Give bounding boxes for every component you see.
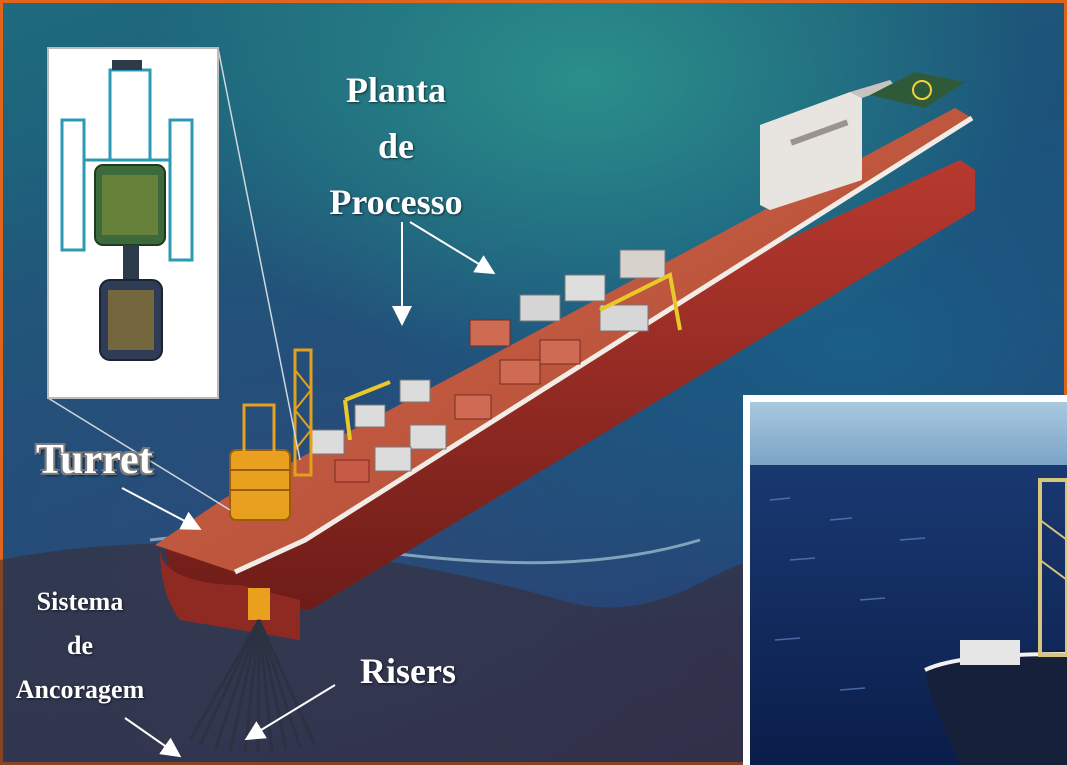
process-module: [374, 446, 412, 472]
label-line: Sistema: [36, 587, 124, 616]
process-module: [539, 339, 581, 365]
process-module: [599, 304, 649, 332]
label-turret: Turret: [36, 437, 153, 483]
fpso-photo-inset: [743, 395, 1067, 765]
label-line: de: [67, 631, 93, 660]
accommodation-windows: [790, 119, 849, 146]
process-modules: [309, 249, 666, 483]
process-module: [354, 404, 386, 428]
photo-derrick: [1038, 478, 1067, 657]
accommodation-block: [760, 92, 862, 210]
fpso-ship: [155, 72, 975, 640]
arrow-turret: [121, 487, 202, 530]
process-module: [564, 274, 606, 302]
turret-mast: [242, 403, 276, 457]
crane-boom: [344, 380, 391, 402]
accommodation-roof: [850, 80, 895, 98]
arrow-risers: [244, 684, 336, 741]
flare-tower: [293, 348, 313, 477]
arrow-ancoragem: [124, 717, 182, 758]
label-sistema-de-ancoragem: Sistema de Ancoragem: [0, 580, 180, 712]
turret: [229, 403, 291, 620]
process-module: [499, 359, 541, 385]
photo-sky: [750, 402, 1067, 465]
deck-rim: [233, 115, 974, 575]
turret-detail-inset: [47, 47, 301, 511]
label-line: Ancoragem: [15, 675, 145, 704]
process-module: [334, 459, 370, 483]
label-line: de: [378, 126, 414, 166]
turret-body: [229, 449, 291, 521]
helideck: [870, 72, 965, 108]
process-module: [399, 379, 431, 403]
label-line: Planta: [345, 70, 446, 110]
photo-ship-hull: [925, 650, 1067, 765]
arrow-planta-2: [409, 221, 496, 275]
turret-structure-icon: [60, 60, 194, 361]
turret-base: [248, 588, 270, 620]
helipad-icon: [912, 80, 932, 100]
photo-deck-house: [960, 640, 1020, 665]
crane: [599, 272, 682, 331]
process-module: [309, 429, 345, 455]
process-module: [454, 394, 492, 420]
process-module: [469, 319, 511, 347]
crane: [343, 399, 352, 441]
process-module: [519, 294, 561, 322]
process-module: [409, 424, 447, 450]
process-module: [619, 249, 666, 279]
label-risers: Risers: [360, 651, 456, 691]
label-planta-de-processo: Planta de Processo: [296, 62, 496, 230]
annotation-arrows: [121, 221, 496, 758]
label-line: Processo: [329, 182, 463, 222]
